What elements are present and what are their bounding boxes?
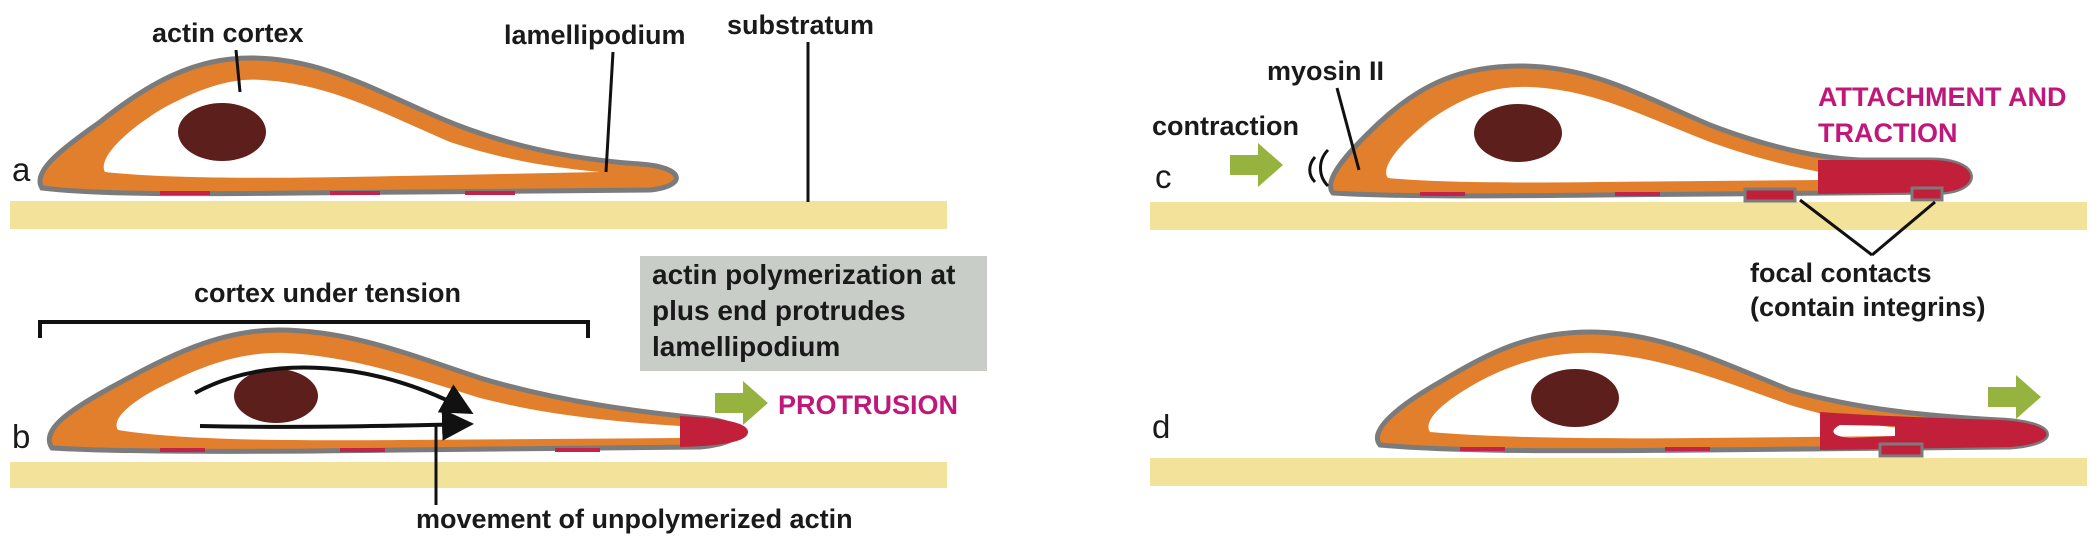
focal-contacts-label: focal contacts (contain integrins) bbox=[1750, 258, 1986, 322]
contact-b-2 bbox=[340, 448, 385, 452]
panel-c: c myosin II contraction ATTACHMENT AND T… bbox=[1150, 56, 2087, 322]
traction-zone-d bbox=[1820, 412, 2047, 450]
panel-d: d bbox=[1150, 329, 2087, 486]
lamellipodium-label: lamellipodium bbox=[504, 20, 686, 50]
substratum-b bbox=[10, 462, 947, 488]
movement-label: movement of unpolymerized actin bbox=[416, 504, 853, 534]
panel-letter-d: d bbox=[1152, 408, 1170, 445]
lamellipodium-leader bbox=[604, 51, 615, 173]
polymerization-text: actin polymerization at plus end protrud… bbox=[652, 259, 963, 362]
focal-contact-d-1 bbox=[1878, 442, 1924, 458]
flow-arrow-upper bbox=[194, 365, 474, 414]
contact-a-2 bbox=[330, 191, 380, 195]
contact-d-1 bbox=[1460, 447, 1505, 451]
lamellipodium-tip-b bbox=[680, 416, 748, 447]
substratum-d bbox=[1150, 458, 2087, 486]
contraction-wave-1 bbox=[1319, 148, 1330, 188]
contraction-wave-2 bbox=[1308, 156, 1317, 184]
myosin-label: myosin II bbox=[1267, 56, 1384, 86]
contacts-c bbox=[1420, 186, 1944, 203]
substratum-c bbox=[1150, 202, 2087, 230]
polymerization-box bbox=[640, 256, 987, 371]
substratum-label: substratum bbox=[727, 10, 874, 40]
contact-b-1 bbox=[160, 448, 205, 452]
nucleus-b bbox=[234, 369, 318, 423]
contact-c-2 bbox=[1615, 192, 1660, 196]
contacts-a bbox=[160, 191, 515, 195]
contact-a-3 bbox=[465, 191, 515, 195]
contact-b-3 bbox=[555, 448, 600, 452]
myosin-leader bbox=[1335, 87, 1361, 171]
contacts-d bbox=[1460, 442, 1924, 458]
migration-arrow bbox=[1988, 375, 2041, 419]
nucleus-d bbox=[1531, 369, 1619, 427]
contacts-b bbox=[160, 448, 600, 452]
contact-c-1 bbox=[1420, 192, 1465, 196]
contraction-waves bbox=[1308, 148, 1330, 188]
attachment-traction-label: ATTACHMENT AND TRACTION bbox=[1818, 82, 2074, 148]
actin-cortex-leader bbox=[234, 49, 242, 93]
contact-a-1 bbox=[160, 191, 210, 195]
contraction-label: contraction bbox=[1152, 111, 1299, 141]
cortex-tension-label: cortex under tension bbox=[194, 278, 461, 308]
actin-cortex-label: actin cortex bbox=[152, 18, 304, 48]
nucleus-a bbox=[178, 103, 266, 161]
panel-letter-b: b bbox=[12, 418, 30, 455]
panel-letter-a: a bbox=[12, 151, 31, 188]
nucleus-c bbox=[1474, 104, 1562, 162]
flow-arrow-lower bbox=[199, 408, 474, 441]
panel-b: b cortex under tension actin polymerizat… bbox=[10, 256, 987, 534]
contraction-arrow bbox=[1230, 143, 1283, 187]
panel-letter-c: c bbox=[1155, 158, 1172, 195]
focal-contact-c-1 bbox=[1743, 187, 1797, 203]
panel-a: a actin cortex lamellipodium substratum bbox=[10, 10, 947, 229]
protrusion-label: PROTRUSION bbox=[778, 390, 958, 420]
protrusion-arrow bbox=[715, 381, 768, 425]
focal-leader-right bbox=[1871, 200, 1936, 257]
substratum-a bbox=[10, 201, 947, 229]
contact-d-2 bbox=[1665, 447, 1710, 451]
focal-leader-left bbox=[1799, 198, 1873, 257]
focal-contact-c-2 bbox=[1910, 186, 1944, 202]
traction-zone-c bbox=[1818, 160, 1971, 194]
